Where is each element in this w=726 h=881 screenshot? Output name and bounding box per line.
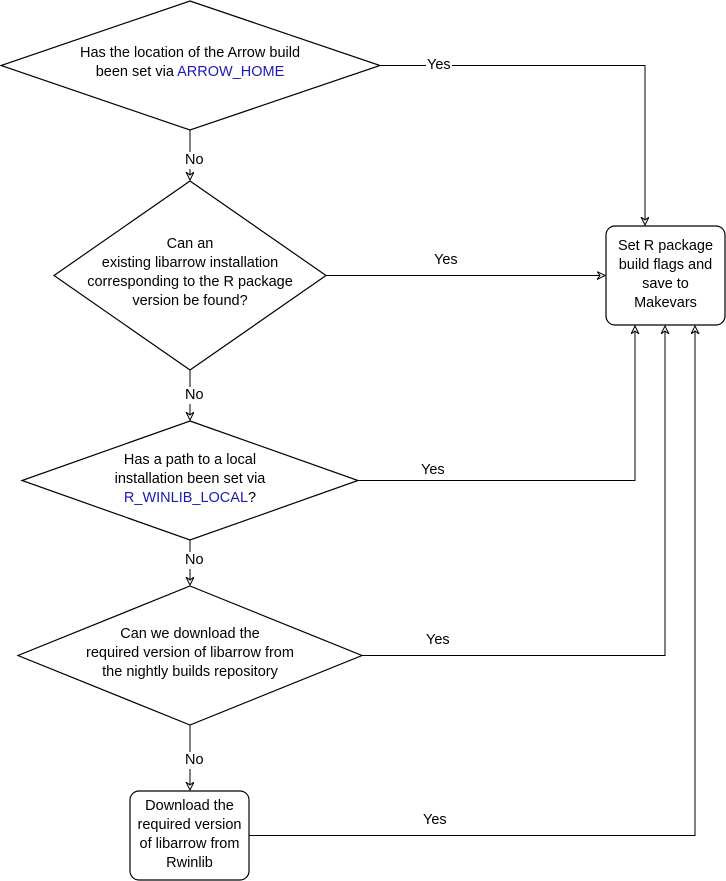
edge-label-no-4: No	[184, 752, 205, 769]
edge-label-yes-2: Yes	[433, 252, 459, 269]
edge-label-no-2: No	[184, 387, 205, 404]
process-download-rwinlib-text: Download the required version of libarro…	[137, 798, 242, 871]
edge-label-yes-1: Yes	[426, 57, 452, 74]
decision-winlib-local-text: Has a path to a local installation been …	[114, 452, 266, 506]
edge-yes-5	[249, 326, 695, 836]
edge-label-no-1: No	[184, 152, 205, 169]
arrow-home-variable: ARROW_HOME	[177, 64, 285, 80]
edge-label-yes-4: Yes	[425, 632, 451, 649]
process-set-flags-text: Set R package build flags and save to Ma…	[617, 238, 714, 311]
edge-yes-1	[380, 65, 645, 226]
edge-yes-4	[362, 326, 665, 656]
edge-label-no-3: No	[184, 552, 205, 569]
edge-yes-3	[358, 326, 635, 481]
decision-existing-install-text: Can an existing libarrow installation co…	[87, 236, 293, 309]
edge-label-yes-3: Yes	[420, 462, 446, 479]
decision-arrow-home-text: Has the location of the Arrow build been…	[79, 45, 301, 80]
edge-label-yes-5: Yes	[422, 812, 448, 829]
winlib-local-variable: R_WINLIB_LOCAL	[123, 490, 249, 506]
decision-nightly-download-text: Can we download the required version of …	[86, 626, 294, 680]
